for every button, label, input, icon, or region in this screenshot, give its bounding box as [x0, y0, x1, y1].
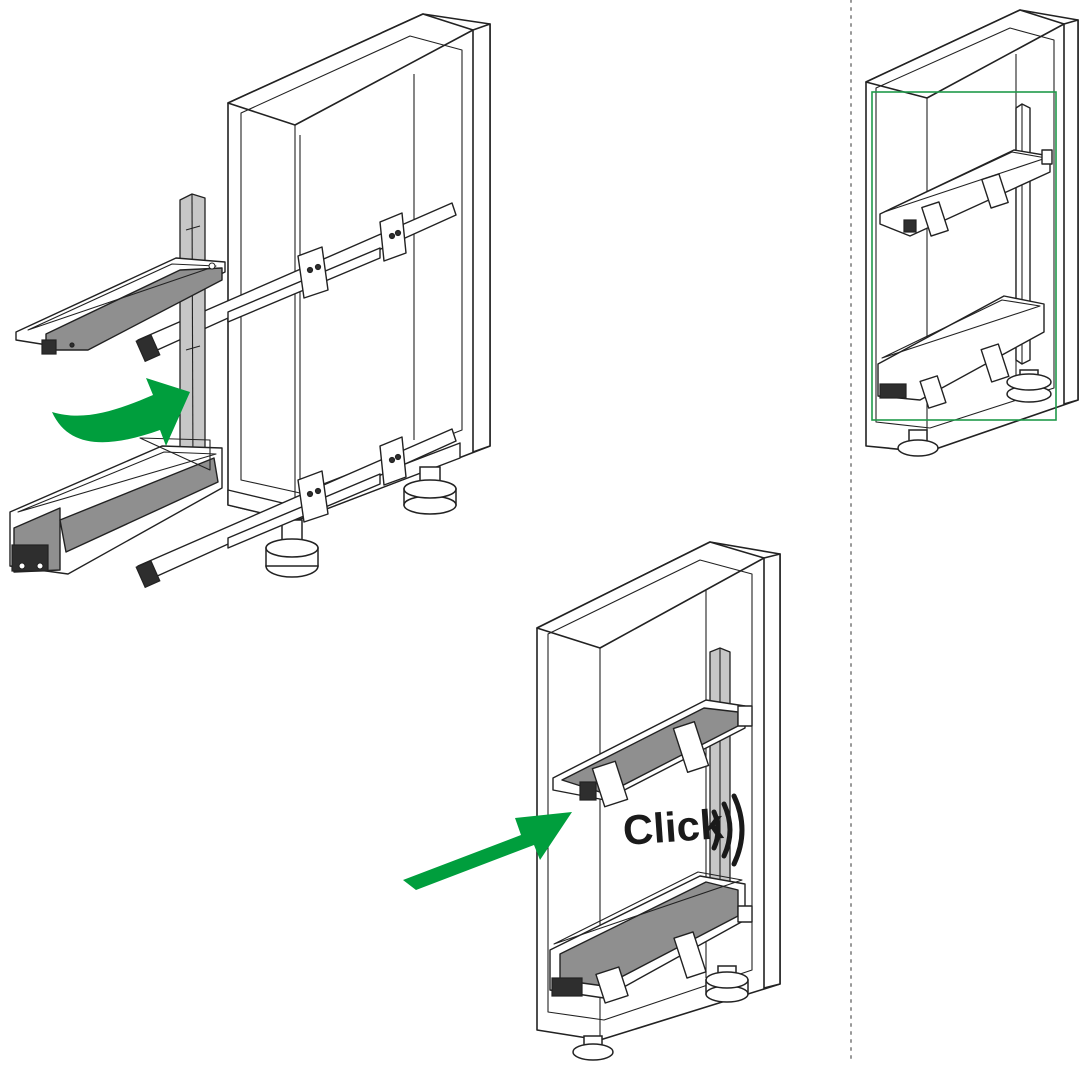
upper-basket-step-2 — [552, 699, 753, 808]
upper-basket-step-3 — [879, 149, 1053, 237]
pullout-frame-step-2 — [709, 647, 731, 895]
click-label: Click — [621, 800, 725, 854]
pullout-frame-step-1 — [179, 193, 206, 477]
cabinet-feet-step-3 — [897, 369, 1052, 457]
upper-runner-step-1 — [135, 202, 457, 363]
cabinet-feet-step-2 — [572, 965, 749, 1061]
click-annotation: Click — [621, 793, 745, 867]
straight-arrow-icon — [403, 812, 572, 890]
lower-runner-step-1 — [135, 428, 457, 589]
lower-basket-step-2 — [549, 871, 753, 1004]
installed-highlight-frame — [871, 91, 1057, 421]
step-1-exploded-view — [9, 13, 491, 589]
step-3-result-view — [865, 9, 1079, 457]
step-2-install-view: Click — [403, 541, 781, 1061]
upper-basket-step-1 — [15, 257, 226, 355]
sound-waves-icon — [711, 793, 745, 867]
cabinet-feet-step-1 — [265, 466, 457, 578]
curved-arrow-icon — [52, 378, 190, 446]
lower-basket-step-1 — [9, 437, 223, 575]
lower-basket-step-3 — [877, 295, 1045, 409]
